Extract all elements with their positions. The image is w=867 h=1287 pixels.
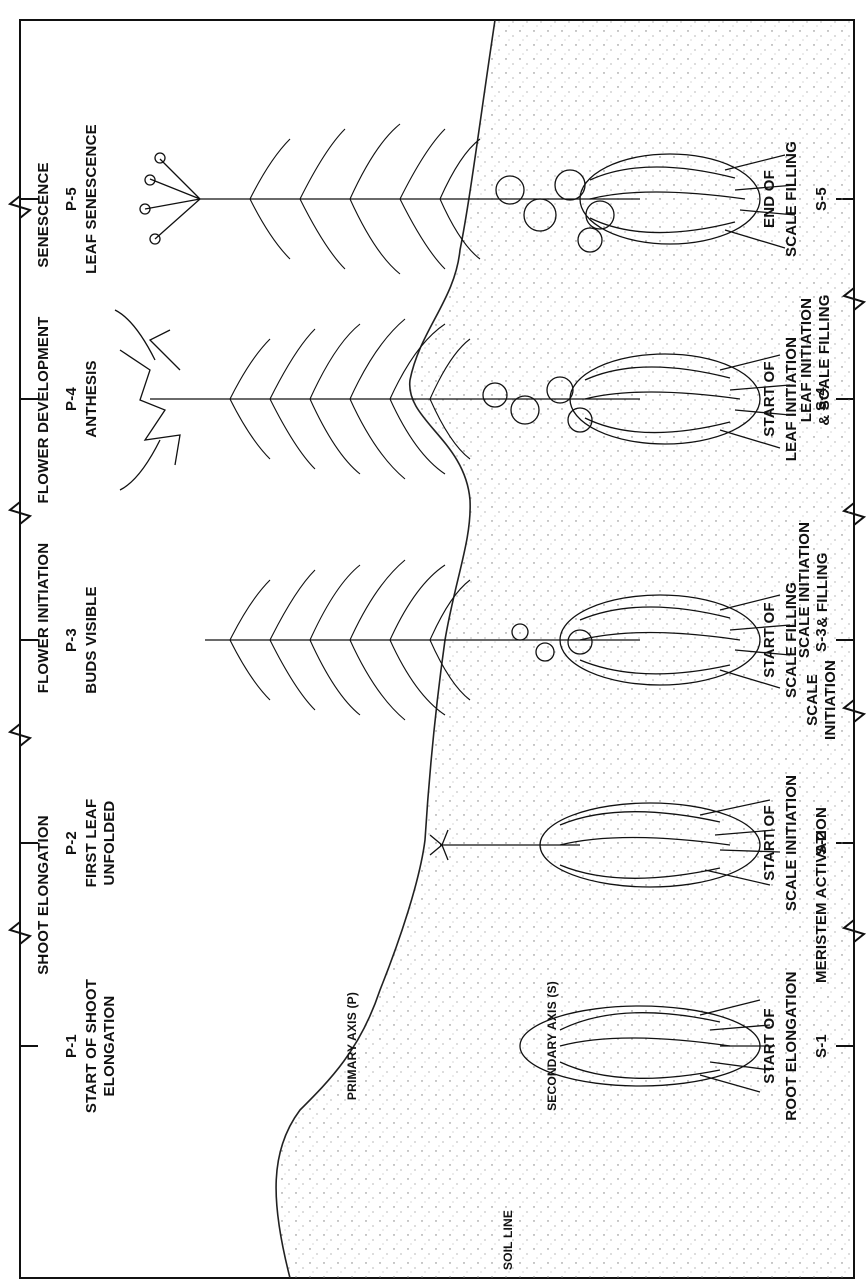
secondary-stage-text: SCALE INITIATION xyxy=(783,775,800,911)
secondary-stage-text: START OF xyxy=(761,602,778,677)
secondary-stage-text: START OF xyxy=(761,361,778,436)
secondary-stage-text: SCALE FILLING xyxy=(783,141,800,257)
primary-timeline xyxy=(10,20,38,1278)
primary-stage-code: P-1 xyxy=(63,1034,80,1058)
secondary-stage-code: S-5 xyxy=(813,187,830,211)
bottom-phase-label: INITIATION xyxy=(822,660,839,740)
primary-stage-code: P-2 xyxy=(63,831,80,855)
primary-stage-code: P-3 xyxy=(63,628,80,652)
primary-stage-text: START OF SHOOT xyxy=(83,979,100,1113)
bottom-phase-label: & FILLING xyxy=(814,552,831,627)
top-phase-label: SENESCENCE xyxy=(35,162,52,267)
top-phase-label: SHOOT ELONGATION xyxy=(35,815,52,975)
bottom-phase-label: LEAF INITIATION xyxy=(798,298,815,422)
soil-line-label: SOIL LINE xyxy=(501,1210,515,1270)
secondary-stage-text: ROOT ELONGATION xyxy=(783,971,800,1120)
top-phase-label: FLOWER INITIATION xyxy=(35,543,52,694)
bottom-phase-label: SCALE xyxy=(804,674,821,726)
bottom-phase-label: MERISTEM ACTIVATION xyxy=(813,807,830,983)
bottom-phase-label: & SCALE FILLING xyxy=(816,294,833,425)
secondary-stage-text: START OF xyxy=(761,805,778,880)
primary-stage-text: UNFOLDED xyxy=(101,801,118,886)
primary-stage-text: BUDS VISIBLE xyxy=(83,586,100,693)
primary-stage-code: P-4 xyxy=(63,387,80,411)
secondary-stage-text: START OF xyxy=(761,1008,778,1083)
primary-stage-text: ELONGATION xyxy=(101,996,118,1097)
bottom-phase-label: SCALE INITIATION xyxy=(796,522,813,658)
top-phase-label: FLOWER DEVELOPMENT xyxy=(35,317,52,504)
secondary-stage-code: S-1 xyxy=(813,1034,830,1058)
primary-stage-text: LEAF SENESCENCE xyxy=(83,124,100,274)
primary-stage-text: ANTHESIS xyxy=(83,360,100,437)
primary-axis-label: PRIMARY AXIS (P) xyxy=(345,992,359,1100)
primary-stage-code: P-5 xyxy=(63,187,80,211)
primary-stage-text: FIRST LEAF xyxy=(83,799,100,888)
secondary-stage-text: END OF xyxy=(761,170,778,228)
secondary-stage-code: S-3 xyxy=(813,628,830,652)
secondary-axis-label: SECONDARY AXIS (S) xyxy=(545,981,559,1111)
